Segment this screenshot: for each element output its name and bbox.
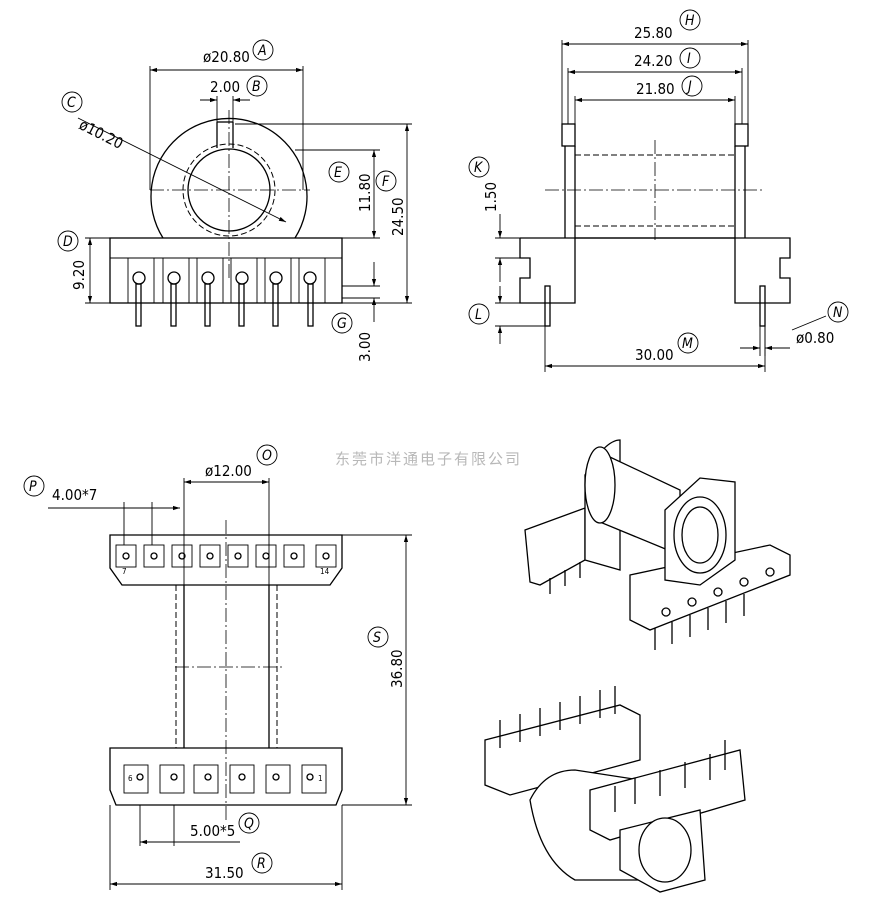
iso-top-pins [549,562,775,650]
svg-text:D: D [63,234,73,250]
label-p: P [23,475,45,497]
iso-bottom-pins [499,686,726,812]
label-f: F [375,170,397,192]
dim-f-text: 24.50 [389,197,407,236]
iso-view-top [524,439,791,650]
dim-q-text: 5.00*5 [190,822,235,840]
label-l: L [468,303,490,325]
label-r: R [251,852,273,874]
svg-text:P: P [29,479,37,495]
label-s: S [367,626,389,648]
label-h: H [679,9,701,31]
bottom-top-pins [115,544,337,568]
pin-number-1: 1 [318,774,323,783]
front-view: ø20.80 2.00 ø10.20 11.80 24.50 9.20 3.00 [70,48,412,362]
dim-a-text: ø20.80 [203,48,250,66]
label-o: O [256,444,278,466]
side-view: 25.80 24.20 21.80 1.50 30.00 ø0.80 [482,24,834,372]
dim-s-text: 36.80 [388,649,406,688]
label-i: I [679,47,701,69]
label-g: G [331,312,353,334]
dim-g-text: 3.00 [356,332,374,362]
dim-r-text: 31.50 [205,864,244,882]
svg-text:E: E [334,165,342,181]
pin-number-14: 14 [320,567,330,576]
svg-text:F: F [382,174,390,190]
svg-text:B: B [252,79,261,95]
svg-text:O: O [262,448,272,464]
dim-b-text: 2.00 [210,78,240,96]
dim-e-text: 11.80 [356,173,374,212]
label-m: M [677,332,699,354]
svg-text:G: G [337,316,347,332]
dim-j-text: 21.80 [636,80,675,98]
dim-c-text: ø10.20 [76,116,126,153]
watermark-text: 东莞市洋通电子有限公司 [335,450,522,468]
ref-labels: A B C D E F G H I J K L M N O P Q R S [23,9,849,874]
svg-text:L: L [475,307,482,323]
label-n: N [827,301,849,323]
svg-text:I: I [687,51,691,67]
label-b: B [246,75,268,97]
svg-text:R: R [257,856,266,872]
label-j: J [681,75,703,97]
svg-text:N: N [833,305,843,321]
svg-text:C: C [67,95,76,111]
front-pins [127,257,326,327]
svg-text:A: A [257,43,267,59]
label-d: D [57,230,79,252]
svg-text:J: J [685,79,692,95]
label-e: E [328,161,350,183]
dim-n-text: ø0.80 [796,329,834,347]
svg-text:M: M [682,336,693,352]
dim-p-text: 4.00*7 [52,486,97,504]
iso-view-bottom [484,686,746,893]
bottom-bottom-pins [123,764,327,794]
dim-h-text: 25.80 [634,24,673,42]
svg-text:K: K [474,160,484,176]
label-a: A [252,39,274,61]
pin-number-6: 6 [128,774,133,783]
label-q: Q [238,812,260,834]
bottom-view: 7 14 6 1 ø12.00 4.00*7 36.80 5.00*5 31.5… [48,462,412,890]
dim-o-text: ø12.00 [205,462,252,480]
dim-i-text: 24.20 [634,52,673,70]
label-k: K [468,156,490,178]
svg-text:S: S [373,630,381,646]
pin-number-7: 7 [122,567,127,576]
dim-k-text: 1.50 [482,182,500,212]
dim-d-text: 9.20 [70,260,88,290]
dim-m-text: 30.00 [635,346,674,364]
svg-text:H: H [685,13,695,29]
svg-text:Q: Q [244,816,254,832]
label-c: C [61,91,83,113]
